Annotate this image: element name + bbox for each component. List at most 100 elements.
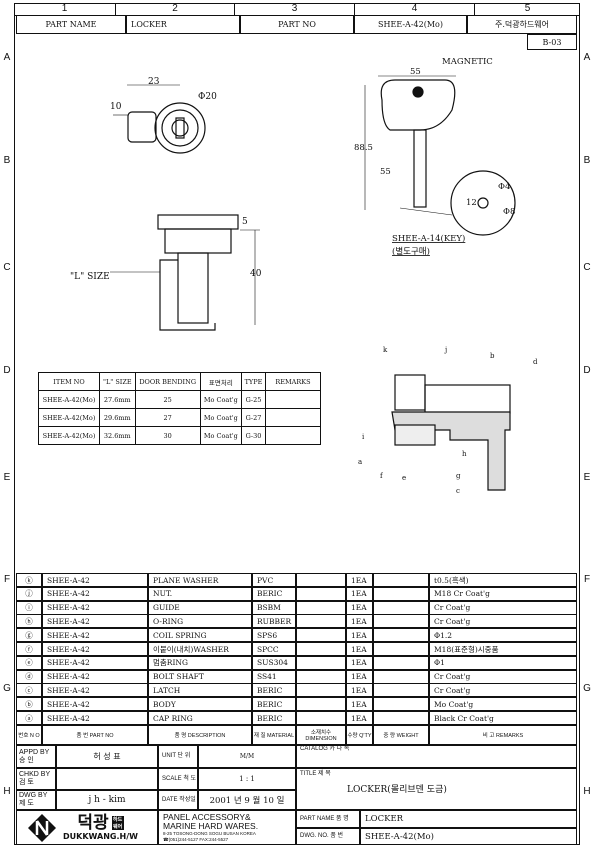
catalog-label: CATALOG 카 다 록 bbox=[300, 746, 350, 752]
title-cell: TITLE 제 목 LOCKER(몰리브덴 도금) bbox=[296, 768, 577, 810]
cell: SHEE-A-42(Mo) bbox=[38, 408, 100, 427]
parts-cell-no: ⓙ bbox=[16, 586, 42, 601]
parts-cell-part: SHEE-A-42 bbox=[42, 586, 148, 601]
parts-cell-mat: SPCC bbox=[252, 642, 296, 656]
parts-cell-rem: Φ1 bbox=[429, 655, 577, 670]
cell bbox=[265, 408, 321, 427]
parts-cell-desc: O-RING bbox=[148, 614, 252, 629]
cell: Mo Coat'g bbox=[199, 390, 242, 409]
cell: 29.6mm bbox=[99, 408, 136, 427]
callout-i: i bbox=[362, 433, 365, 441]
dwgno-label: DWG. NO. 품 번 bbox=[300, 833, 344, 839]
parts-cell-weight bbox=[373, 614, 429, 629]
company-address: 8-25 TOSONG-DONG SOGU BUSAN KOREA bbox=[163, 830, 256, 836]
col-item-no: ITEM NO bbox=[38, 372, 100, 391]
appd-label: APPD BY 승 인 bbox=[19, 748, 50, 764]
parts-cell-dim bbox=[296, 600, 346, 615]
key-code: SHEE-A-14(KEY) bbox=[392, 233, 465, 244]
callout-c: c bbox=[456, 487, 460, 495]
logo-sub: 하드 웨어 bbox=[111, 816, 124, 830]
dim-key-885: 88.5 bbox=[354, 143, 373, 153]
grid-row-c-right: C bbox=[583, 262, 591, 273]
parts-cell-part: SHEE-A-42 bbox=[42, 628, 148, 643]
cell: G-30 bbox=[240, 426, 267, 445]
technical-drawing: 23 10 Φ20 5 40 "L" SIZE MAGNETIC 55 88.5… bbox=[70, 57, 538, 495]
parts-header-weight: 중 량 WEIGHT bbox=[373, 725, 429, 745]
parts-cell-dim bbox=[296, 669, 346, 684]
cell: G-25 bbox=[240, 390, 267, 409]
cell: 30 bbox=[134, 426, 201, 445]
company-info: PANEL ACCESSORY& MARINE HARD WARES. 8-25… bbox=[158, 810, 296, 845]
parts-cell-dim bbox=[296, 614, 346, 629]
parts-cell-part: SHEE-A-42 bbox=[42, 642, 148, 656]
parts-cell-no: ⓐ bbox=[16, 711, 42, 725]
section-callouts: k j b d i a f e h g c bbox=[358, 346, 538, 495]
section-view bbox=[391, 374, 511, 491]
parts-cell-dim bbox=[296, 683, 346, 698]
parts-cell-mat: BERIC bbox=[252, 683, 296, 698]
parts-cell-qty: 1EA bbox=[346, 573, 373, 587]
callout-b: b bbox=[490, 352, 495, 360]
parts-cell-no: ⓒ bbox=[16, 683, 42, 698]
callout-e: e bbox=[402, 474, 406, 482]
grid-col-4: 4 bbox=[355, 3, 475, 15]
parts-cell-desc: 이붙이(내치)WASHER bbox=[148, 642, 252, 656]
parts-cell-mat: BSBM bbox=[252, 600, 296, 615]
parts-cell-rem: t0.5(흑색) bbox=[429, 573, 577, 587]
part-name-label: PART NAME bbox=[16, 15, 126, 34]
cell bbox=[265, 390, 321, 409]
parts-header-rem: 비 고 REMARKS bbox=[429, 725, 577, 745]
callout-d: d bbox=[533, 358, 538, 366]
parts-cell-weight bbox=[373, 642, 429, 656]
dim-23: 23 bbox=[148, 77, 160, 87]
cell: Mo Coat'g bbox=[199, 426, 242, 445]
parts-header-mat: 재 질 MATERIAL bbox=[252, 725, 296, 745]
parts-cell-weight bbox=[373, 573, 429, 587]
parts-cell-part: SHEE-A-42 bbox=[42, 573, 148, 587]
front-view-dimensions: 23 10 Φ20 5 40 "L" SIZE bbox=[70, 77, 262, 282]
company-phone: ☎(051)244-5127 FAX:244-5527 bbox=[163, 836, 229, 842]
parts-cell-weight bbox=[373, 600, 429, 615]
parts-cell-part: SHEE-A-42 bbox=[42, 614, 148, 629]
grid-row-a: A bbox=[3, 52, 11, 63]
parts-cell-rem: Cr Coat'g bbox=[429, 600, 577, 615]
parts-cell-part: SHEE-A-42 bbox=[42, 697, 148, 712]
appd-cell: APPD BY 승 인 bbox=[16, 745, 56, 768]
grid-col-2: 2 bbox=[116, 3, 235, 15]
parts-cell-mat: RUBBER bbox=[252, 614, 296, 629]
drawing-title: LOCKER(몰리브덴 도금) bbox=[347, 785, 447, 795]
col-type: TYPE bbox=[240, 372, 267, 391]
dim-phi4: Φ4 bbox=[498, 182, 510, 192]
parts-cell-dim bbox=[296, 642, 346, 656]
key-view bbox=[364, 75, 516, 236]
grid-row-g: G bbox=[3, 683, 11, 694]
callout-f: f bbox=[380, 472, 384, 480]
unit-label: UNIT 단 위 bbox=[162, 753, 191, 759]
appd-value: 허 성 표 bbox=[56, 745, 158, 768]
parts-cell-mat: BERIC bbox=[252, 586, 296, 601]
pn-value: LOCKER bbox=[360, 810, 577, 828]
grid-row-f: F bbox=[3, 574, 11, 585]
parts-cell-weight bbox=[373, 669, 429, 684]
date-value: 2001 년 9 월 10 일 bbox=[198, 790, 296, 810]
dim-key-55w: 55 bbox=[410, 67, 421, 77]
parts-cell-weight bbox=[373, 586, 429, 601]
chkd-label: CHKD BY 검 토 bbox=[19, 771, 50, 786]
parts-cell-no: ⓔ bbox=[16, 655, 42, 670]
grid-col-5: 5 bbox=[524, 3, 531, 14]
sheet-number: B-03 bbox=[527, 34, 577, 50]
grid-row-g-right: G bbox=[583, 683, 591, 694]
parts-cell-no: ⓚ bbox=[16, 573, 42, 587]
grid-row-d: D bbox=[3, 365, 11, 376]
parts-cell-part: SHEE-A-42 bbox=[42, 683, 148, 698]
cell: 27.6mm bbox=[99, 390, 136, 409]
date-cell: DATE 작성일 bbox=[158, 790, 198, 810]
parts-cell-no: ⓖ bbox=[16, 628, 42, 643]
grid-row-e: E bbox=[3, 472, 11, 483]
chkd-cell: CHKD BY 검 토 bbox=[16, 768, 56, 790]
dwg-by-value: j h - kim bbox=[56, 790, 158, 810]
key-labels: MAGNETIC 55 88.5 55 12 Φ4 Φ8 SHEE-A-14(K… bbox=[354, 57, 515, 257]
parts-cell-weight bbox=[373, 711, 429, 725]
parts-cell-no: ⓗ bbox=[16, 614, 42, 629]
